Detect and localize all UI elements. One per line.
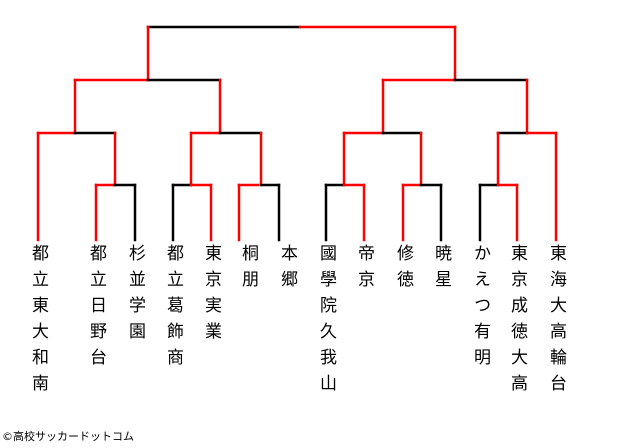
team-name: 國學院久我山 (316, 244, 336, 400)
team-name: 都立日野台 (86, 244, 106, 374)
team-name: 帝京 (354, 244, 374, 296)
team-name: 修徳 (393, 244, 413, 296)
team-name: かえつ有明 (470, 244, 490, 374)
team-name: 都立葛飾商 (163, 244, 183, 374)
team-name: 杉並学園 (125, 244, 145, 348)
team-name: 都立東大和南 (28, 244, 48, 400)
team-name: 東京成徳大高 (507, 244, 527, 400)
copyright-credit: ©高校サッカードットコム (2, 430, 134, 443)
team-name: 東京実業 (201, 244, 221, 348)
team-name: 本郷 (277, 244, 297, 296)
team-name: 暁星 (431, 244, 451, 296)
team-name: 東海大高輪台 (546, 244, 566, 400)
team-name: 桐朋 (238, 244, 258, 296)
